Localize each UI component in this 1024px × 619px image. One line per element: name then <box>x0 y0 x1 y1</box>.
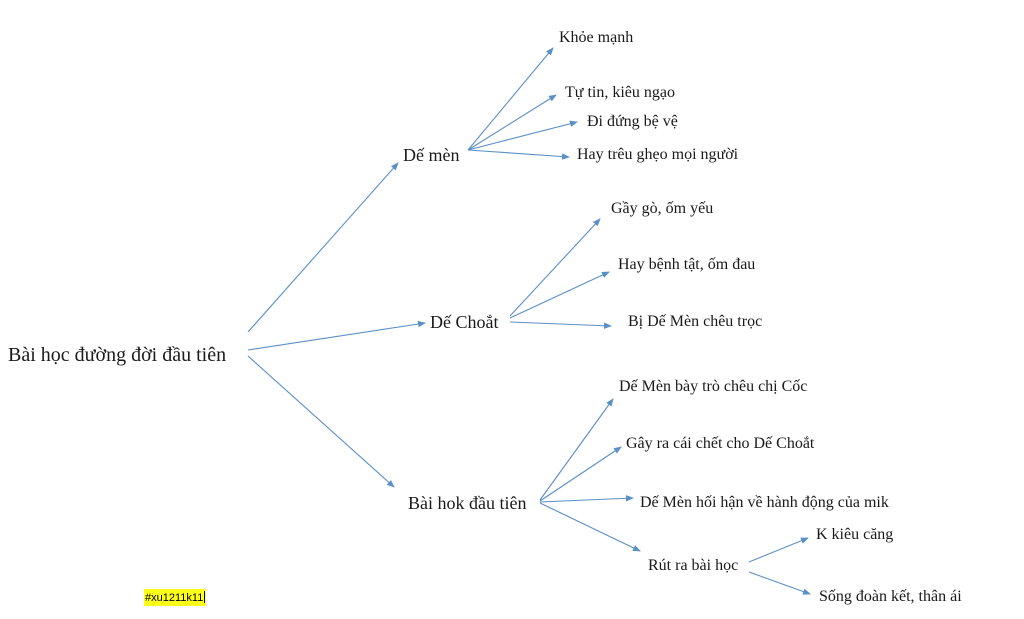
leaf-de-men-4: Hay trêu ghẹo mọi người <box>577 146 739 163</box>
edge-bai-hok-1 <box>539 398 614 501</box>
edge-bai-hok-2 <box>539 446 622 502</box>
branch-de-choat: Dế Choắt <box>430 312 499 332</box>
edge-de-men-4 <box>467 149 570 160</box>
leaf-bai-hok-3: Dế Mèn hối hận về hành động của mik <box>640 494 889 511</box>
highlighted-tag: #xu1211k11 <box>144 589 207 606</box>
leaf-bai-hok-4: Rút ra bài học <box>648 557 739 574</box>
edge-lesson-1 <box>748 537 809 563</box>
leaf-de-men-1: Khỏe mạnh <box>559 29 634 46</box>
edge-root-de-men <box>247 162 399 333</box>
leaf-lesson-1: K kiêu căng <box>816 526 894 543</box>
leaf-de-choat-1: Gầy gò, ốm yếu <box>611 200 714 217</box>
leaf-de-choat-2: Hay bệnh tật, ốm đau <box>618 256 756 273</box>
leaf-de-choat-3: Bị Dế Mèn chêu trọc <box>628 313 763 330</box>
edge-de-choat-2 <box>509 271 610 319</box>
leaf-bai-hok-2: Gây ra cái chết cho Dế Choắt <box>626 435 815 452</box>
edge-de-men-1 <box>467 47 554 151</box>
edge-root-de-choat <box>247 320 426 351</box>
branch-de-men: Dế mèn <box>403 145 460 165</box>
edge-root-bai-hok <box>247 355 395 488</box>
edge-bai-hok-4 <box>539 502 641 552</box>
leaf-lesson-2: Sống đoàn kết, thân ái <box>819 588 962 605</box>
edge-de-men-2 <box>467 94 557 151</box>
edge-de-choat-3 <box>509 321 612 329</box>
edge-de-choat-1 <box>509 218 601 317</box>
edge-bai-hok-3 <box>539 495 634 503</box>
leaf-bai-hok-1: Dế Mèn bày trò chêu chị Cốc <box>619 378 808 395</box>
edge-lesson-2 <box>748 571 811 595</box>
edge-de-men-3 <box>467 120 578 151</box>
leaf-de-men-2: Tự tin, kiêu ngạo <box>565 84 675 101</box>
tag-text: #xu1211k11 <box>145 592 204 604</box>
leaf-de-men-3: Đi đứng bệ vệ <box>587 113 678 130</box>
branch-bai-hok: Bài hok đầu tiên <box>408 493 527 513</box>
text-caret <box>204 591 206 603</box>
root-node: Bài học đường đời đầu tiên <box>8 344 227 366</box>
